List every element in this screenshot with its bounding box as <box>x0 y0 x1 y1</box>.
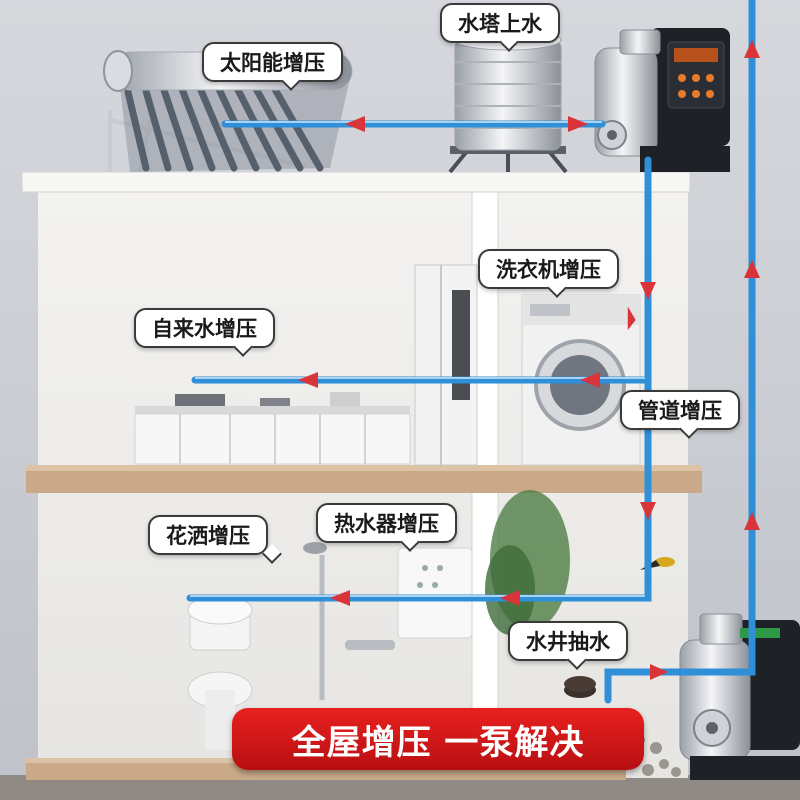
callout-pipeline-text: 管道增压 <box>638 399 722 423</box>
callout-tap-text: 自来水增压 <box>152 317 257 341</box>
kitchen-cabinet-icon <box>134 392 411 465</box>
callout-solar: 太阳能增压 <box>202 42 343 91</box>
callout-washer-text: 洗衣机增压 <box>496 258 601 282</box>
callout-shower-text: 花洒增压 <box>166 524 250 548</box>
pump-icon <box>594 28 730 172</box>
toilet-icon <box>187 595 253 750</box>
callout-shower: 花洒增压 <box>148 515 282 564</box>
roof-slab <box>21 171 691 193</box>
callout-water-tower-text: 水塔上水 <box>458 12 542 36</box>
callout-pipeline: 管道增压 <box>620 390 740 439</box>
slogan-banner: 全屋增压 一泵解决 <box>232 708 644 770</box>
flow-arrows <box>298 40 760 680</box>
callout-water-tower: 水塔上水 <box>440 3 560 52</box>
callout-heater-text: 热水器增压 <box>334 512 439 536</box>
callout-solar-text: 太阳能增压 <box>220 51 325 75</box>
callout-heater: 热水器增压 <box>316 503 457 552</box>
callout-tap: 自来水增压 <box>134 308 275 357</box>
shower-icon <box>303 542 395 700</box>
well-pipe-coil-icon <box>564 676 596 698</box>
callout-well-text: 水井抽水 <box>526 630 610 654</box>
slogan-banner-text: 全屋增压 一泵解决 <box>291 722 585 763</box>
callout-washer: 洗衣机增压 <box>478 249 619 298</box>
water-heater-icon <box>397 547 473 639</box>
refrigerator-icon <box>414 264 478 466</box>
callout-well: 水井抽水 <box>508 621 628 670</box>
